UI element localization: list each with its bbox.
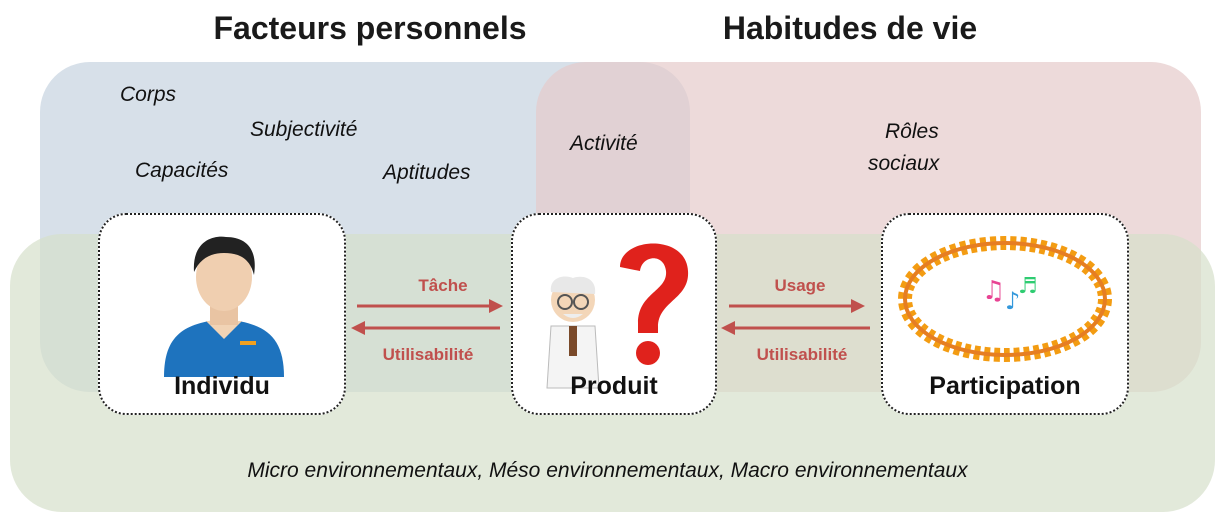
label-capacites: Capacités xyxy=(135,159,229,182)
environment-label: Micro environnementaux, Méso environneme… xyxy=(247,459,968,482)
node-produit: Produit xyxy=(511,213,717,415)
label-corps: Corps xyxy=(120,83,177,106)
heading-life-habits: Habitudes de vie xyxy=(722,10,978,46)
arrow-label-usage: Usage xyxy=(774,276,826,295)
arrow-utilisabilite-left xyxy=(351,321,500,335)
arrow-usage xyxy=(729,299,865,313)
people-circle-icon: ♫ ♪ ♬ xyxy=(898,236,1112,362)
node-individu: Individu xyxy=(98,213,346,415)
label-aptitudes: Aptitudes xyxy=(383,161,471,184)
music-notes-icon: ♫ ♪ ♬ xyxy=(982,274,1038,315)
arrow-label-utilisabilite-left: Utilisabilité xyxy=(382,345,474,364)
label-activite: Activité xyxy=(570,132,638,155)
label-roles: Rôles xyxy=(885,120,939,143)
arrow-utilisabilite-right xyxy=(721,321,870,335)
node-participation: ♫ ♪ ♬ Participation xyxy=(881,213,1129,415)
node-participation-label: Participation xyxy=(929,372,1081,400)
heading-personal-factors: Facteurs personnels xyxy=(213,10,527,46)
label-subjectivite: Subjectivité xyxy=(250,118,358,141)
node-individu-label: Individu xyxy=(174,372,270,400)
arrow-label-tache: Tâche xyxy=(418,276,468,295)
label-sociaux: sociaux xyxy=(868,152,940,175)
node-produit-label: Produit xyxy=(570,372,658,400)
thinking-scientist-icon xyxy=(546,276,600,389)
person-icon xyxy=(164,236,284,377)
svg-text:♪: ♪ xyxy=(1005,287,1020,315)
svg-text:♫: ♫ xyxy=(982,276,1005,306)
question-mark-icon xyxy=(620,243,689,365)
arrow-tache xyxy=(357,299,503,313)
svg-text:♬: ♬ xyxy=(1018,274,1038,299)
arrow-label-utilisabilite-right: Utilisabilité xyxy=(756,345,848,364)
